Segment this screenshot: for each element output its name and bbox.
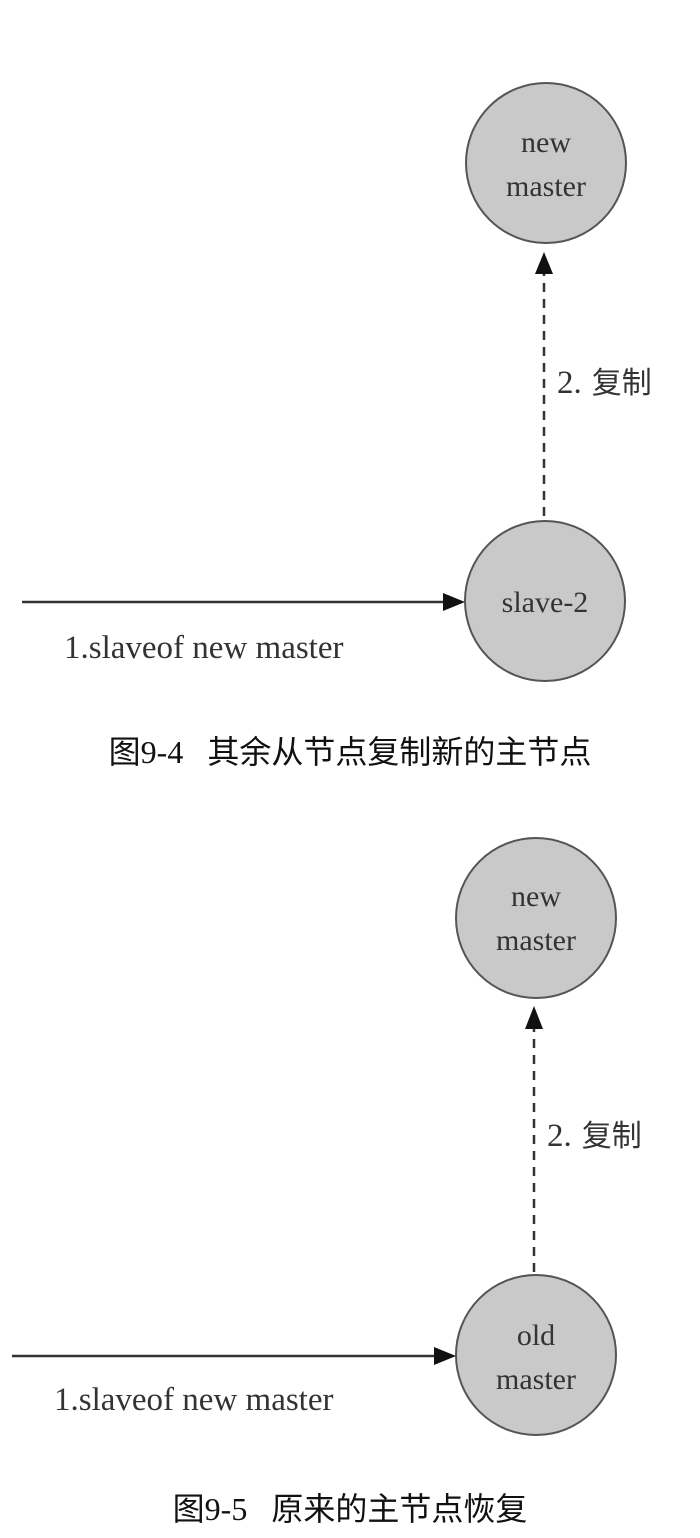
slaveof-arrowhead: [443, 593, 465, 611]
node-line: master: [496, 924, 576, 957]
replicate-label-text: 复制: [592, 366, 652, 401]
node-line: slave-2: [502, 586, 589, 619]
slaveof-label: 1.slaveof new master: [64, 630, 344, 666]
replicate-label-number: 2.: [547, 1118, 572, 1154]
figure-caption: 图9-4 其余从节点复制新的主节点: [108, 734, 592, 770]
node-circle: [455, 837, 617, 999]
slaveof-label: 1.slaveof new master: [54, 1382, 334, 1418]
node-circle: [464, 520, 626, 682]
slaveof-arrowhead: [434, 1347, 456, 1365]
replicate-arrowhead: [535, 252, 553, 274]
figure-caption: 图9-5 原来的主节点恢复: [172, 1491, 528, 1527]
replicate-arrowhead: [525, 1006, 543, 1029]
replicate-label: 2. 复制: [557, 365, 652, 401]
node-new-master-1: new master: [465, 82, 627, 244]
node-slave-2: slave-2: [464, 520, 626, 682]
replicate-label: 2. 复制: [547, 1118, 642, 1154]
figure-9-5: new master 2. 复制 old master 1.slaveof ne…: [12, 837, 642, 1436]
replicate-label-text: 复制: [582, 1119, 642, 1154]
replicate-label-number: 2.: [557, 365, 582, 401]
node-line: new: [511, 880, 561, 913]
figure-9-4: new master 2. 复制 slave-2 1.slaveof new m…: [22, 82, 652, 682]
node-circle: [465, 82, 627, 244]
node-line: old: [517, 1319, 555, 1352]
node-circle: [455, 1274, 617, 1436]
node-line: master: [506, 170, 586, 203]
node-new-master-2: new master: [455, 837, 617, 999]
node-old-master: old master: [455, 1274, 617, 1436]
node-line: master: [496, 1363, 576, 1396]
node-line: new: [521, 126, 571, 159]
